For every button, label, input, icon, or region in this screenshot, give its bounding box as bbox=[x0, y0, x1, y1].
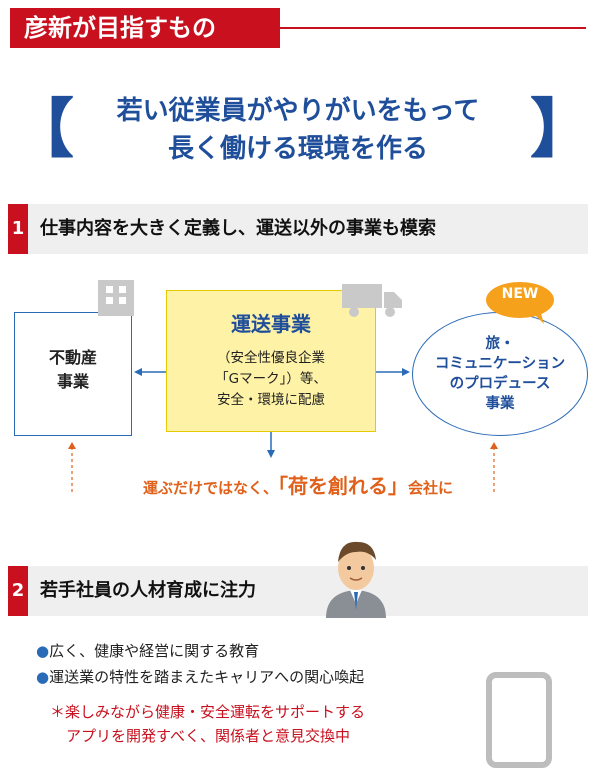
section1-number: 1 bbox=[8, 204, 28, 254]
headline: 若い従業員がやりがいをもって 長く働ける環境を作る bbox=[60, 92, 536, 168]
travel-line-4: 事業 bbox=[485, 396, 515, 412]
section2-number: 2 bbox=[8, 566, 28, 616]
new-badge-icon bbox=[486, 282, 554, 324]
businessman-icon bbox=[326, 541, 386, 618]
list-item: ●広く、健康や経営に関する教育 bbox=[36, 642, 260, 660]
bullet-list: ●広く、健康や経営に関する教育 ●運送業の特性を踏まえたキャリアへの関心喚起 bbox=[36, 638, 364, 690]
headline-line1: 若い従業員がやりがいをもって bbox=[116, 96, 480, 126]
real-estate-label: 不動産事業 bbox=[48, 348, 97, 391]
diagram-arrows bbox=[68, 368, 498, 492]
slogan: 運ぶだけではなく、「荷を創れる」会社に bbox=[0, 470, 596, 499]
slogan-post: 会社に bbox=[408, 479, 454, 497]
section2-bar bbox=[8, 566, 588, 616]
header-rule bbox=[280, 27, 586, 29]
transport-subtitle: （安全性優良企業 「Gマーク」）等、 安全・環境に配慮 bbox=[166, 348, 376, 411]
travel-line-1: 旅・ bbox=[485, 336, 515, 352]
transport-title: 運送事業 bbox=[231, 312, 311, 336]
transport-box bbox=[166, 290, 376, 432]
headline-line2: 長く働ける環境を作る bbox=[167, 134, 428, 164]
travel-line-2: コミュニケーション bbox=[434, 356, 566, 372]
transport-sub-1: （安全性優良企業 bbox=[217, 350, 325, 366]
open-bracket: 【 bbox=[10, 93, 74, 167]
note-line-2: アプリを開発すべく、関係者と意見交換中 bbox=[66, 727, 350, 745]
slogan-pre: 運ぶだけではなく、 bbox=[142, 479, 278, 497]
building-icon bbox=[98, 280, 134, 316]
real-estate-box bbox=[14, 312, 132, 436]
list-item: ●運送業の特性を踏まえたキャリアへの関心喚起 bbox=[36, 668, 365, 686]
travel-oval bbox=[412, 312, 588, 436]
transport-sub-2: 「Gマーク」）等、 bbox=[215, 371, 327, 387]
section1-bar bbox=[8, 204, 588, 254]
note-line-1: ＊楽しみながら健康・安全運転をサポートする bbox=[50, 703, 366, 721]
smartphone-icon bbox=[486, 672, 552, 768]
truck-icon bbox=[342, 284, 402, 317]
section2-title: 若手社員の人材育成に注力 bbox=[40, 580, 256, 601]
transport-sub-3: 安全・環境に配慮 bbox=[217, 392, 325, 408]
page-header: 彦新が目指すもの bbox=[10, 8, 280, 48]
travel-label: 旅・ コミュニケーション のプロデュース 事業 bbox=[412, 334, 588, 414]
travel-line-3: のプロデュース bbox=[449, 376, 551, 392]
new-badge: NEW bbox=[501, 286, 539, 302]
section1-title: 仕事内容を大きく定義し、運送以外の事業も模索 bbox=[40, 218, 436, 239]
slogan-highlight: 「荷を創れる」 bbox=[278, 474, 408, 498]
close-bracket: 】 bbox=[530, 93, 594, 167]
note: ＊楽しみながら健康・安全運転をサポートする アプリを開発すべく、関係者と意見交換… bbox=[50, 700, 365, 748]
